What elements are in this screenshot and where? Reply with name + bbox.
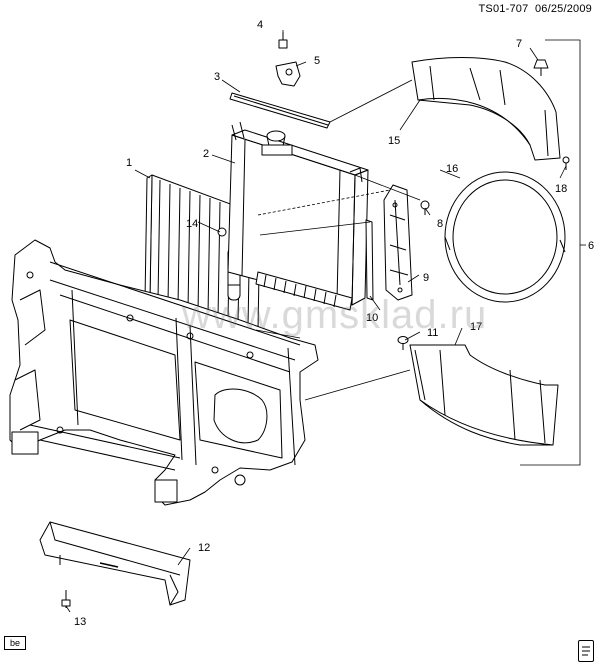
callout-12: 12 xyxy=(198,542,210,554)
callout-11: 11 xyxy=(427,327,438,339)
fastener-part-14 xyxy=(217,227,227,237)
callout-13: 13 xyxy=(74,616,86,628)
pushpin-part-7 xyxy=(533,59,549,76)
diagram-date: 06/25/2009 xyxy=(534,3,592,15)
callout-4: 4 xyxy=(257,19,263,31)
callout-2: 2 xyxy=(203,148,209,160)
callout-1: 1 xyxy=(126,157,132,169)
callout-3: 3 xyxy=(214,71,220,83)
callout-8: 8 xyxy=(437,218,443,230)
callout-10: 10 xyxy=(366,312,378,324)
diagram-header: TS01-707 06/25/2009 xyxy=(479,3,593,15)
upper-shroud-part-15 xyxy=(411,57,561,161)
bolt-part-13 xyxy=(61,590,71,608)
watermark-text: www.gmsklad.ru xyxy=(182,293,488,337)
callout-5: 5 xyxy=(314,55,320,67)
bolt-part-4 xyxy=(278,32,288,49)
diagram-code: TS01-707 xyxy=(478,3,529,15)
callout-7: 7 xyxy=(516,38,522,50)
side-seal-part-10 xyxy=(365,219,374,301)
fastener-part-8 xyxy=(420,200,430,215)
fan-ring-part-16 xyxy=(444,171,566,303)
callout-9: 9 xyxy=(423,272,429,284)
callout-14: 14 xyxy=(186,218,198,230)
radiator-part xyxy=(227,121,369,311)
document-icon xyxy=(578,640,594,662)
callout-17: 17 xyxy=(470,321,482,333)
language-tag: be xyxy=(4,636,26,650)
bracket-part-5 xyxy=(275,61,301,87)
callout-labels: 1 2 3 4 5 6 7 8 9 10 11 12 13 14 15 16 1… xyxy=(74,19,594,628)
callout-6: 6 xyxy=(588,240,594,252)
fastener-part-11 xyxy=(397,336,409,350)
side-baffle-part-9 xyxy=(383,184,413,301)
radiator-support-frame xyxy=(9,239,319,506)
air-deflector-part-12 xyxy=(39,521,191,606)
lower-shroud-part-17 xyxy=(409,344,559,446)
leader-lines xyxy=(65,30,586,613)
callout-16: 16 xyxy=(446,163,458,175)
callout-15: 15 xyxy=(388,135,400,147)
pushpin-part-18 xyxy=(562,156,570,170)
callout-18: 18 xyxy=(555,183,567,195)
upper-seal-part xyxy=(229,92,331,129)
